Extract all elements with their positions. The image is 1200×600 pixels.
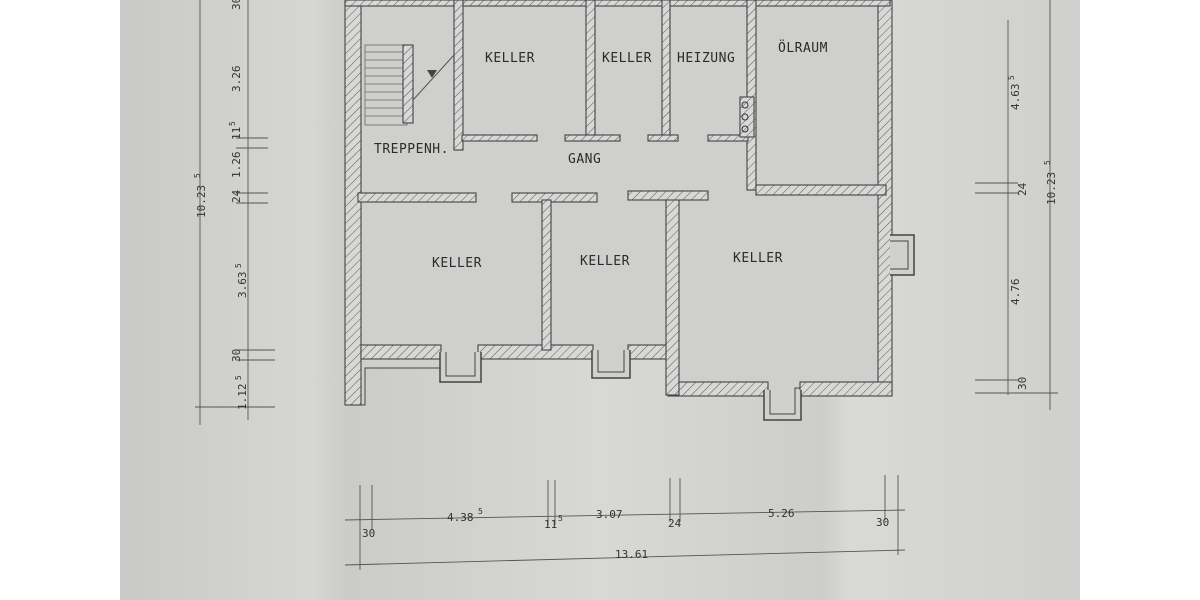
room-label-keller-bottom-2: KELLER <box>580 254 630 269</box>
bottom-dim-total-13-61: 13.61 <box>615 548 648 561</box>
room-label-keller-bottom-3: KELLER <box>733 251 783 266</box>
right-dim-30: 30 <box>1016 377 1029 390</box>
right-dim-24: 24 <box>1016 182 1029 196</box>
room-label-oelraum: ÖLRAUM <box>778 39 828 56</box>
room-label-heizung: HEIZUNG <box>677 51 735 66</box>
right-dim-total-10-23-5: 10.23 <box>1045 172 1058 205</box>
bottom-dim-30-right: 30 <box>876 516 889 529</box>
right-dim-4-63-5: 4.63 <box>1009 84 1022 111</box>
bottom-dim-5-26: 5.26 <box>768 507 795 520</box>
interior-walls <box>357 0 887 351</box>
room-label-treppenhaus: TREPPENH. <box>374 142 449 157</box>
bottom-dim-11-5-sup: 5 <box>558 514 563 523</box>
right-dimension-chain: 4.63 5 24 4.76 30 10.23 5 <box>975 0 1058 410</box>
left-dim-11-5: 11 <box>230 127 243 140</box>
left-dimension-chain: 30 3.26 115 1.26 24 3.635 30 1.125 10.23… <box>193 0 275 425</box>
left-dim-30: 30 <box>230 349 243 362</box>
bottom-dim-30-left: 30 <box>362 527 375 540</box>
heating-fixtures <box>741 101 749 133</box>
bottom-dimension-chain: 30 4.38 5 11 5 3.07 24 5.26 30 13.61 <box>344 475 906 570</box>
left-dim-30-top: 30 <box>230 0 243 10</box>
right-dim-total-sup: 5 <box>1043 160 1052 165</box>
left-dim-1-12-5-sup: 5 <box>234 375 243 380</box>
bottom-dim-4-38-5-sup: 5 <box>478 507 483 516</box>
room-label-keller-top-1: KELLER <box>485 51 535 66</box>
left-dim-3-26: 3.26 <box>230 66 243 93</box>
left-dim-total-sup: 5 <box>193 173 202 178</box>
bottom-dim-3-07: 3.07 <box>596 508 623 521</box>
bottom-dim-24: 24 <box>668 517 682 530</box>
bottom-dim-4-38-5: 4.38 <box>447 511 474 524</box>
right-dim-4-63-5-sup: 5 <box>1007 75 1016 80</box>
left-dim-total-10-23-5: 10.23 <box>195 185 208 218</box>
staircase-symbol <box>364 44 455 126</box>
left-dim-11-5-sup: 5 <box>228 121 237 126</box>
room-labels: KELLER KELLER HEIZUNG ÖLRAUM TREPPENH. G… <box>374 39 828 271</box>
room-label-gang: GANG <box>568 152 601 167</box>
room-label-keller-top-2: KELLER <box>602 51 652 66</box>
left-dim-3-63-5-sup: 5 <box>234 263 243 268</box>
bottom-dim-11-5: 11 <box>544 518 557 531</box>
right-dim-4-76: 4.76 <box>1009 279 1022 306</box>
room-label-keller-bottom-1: KELLER <box>432 256 482 271</box>
left-dim-1-26: 1.26 <box>230 152 243 179</box>
left-dim-3-63-5: 3.63 <box>236 272 249 299</box>
left-dim-24: 24 <box>230 189 243 203</box>
left-dim-1-12-5: 1.12 <box>236 384 249 411</box>
